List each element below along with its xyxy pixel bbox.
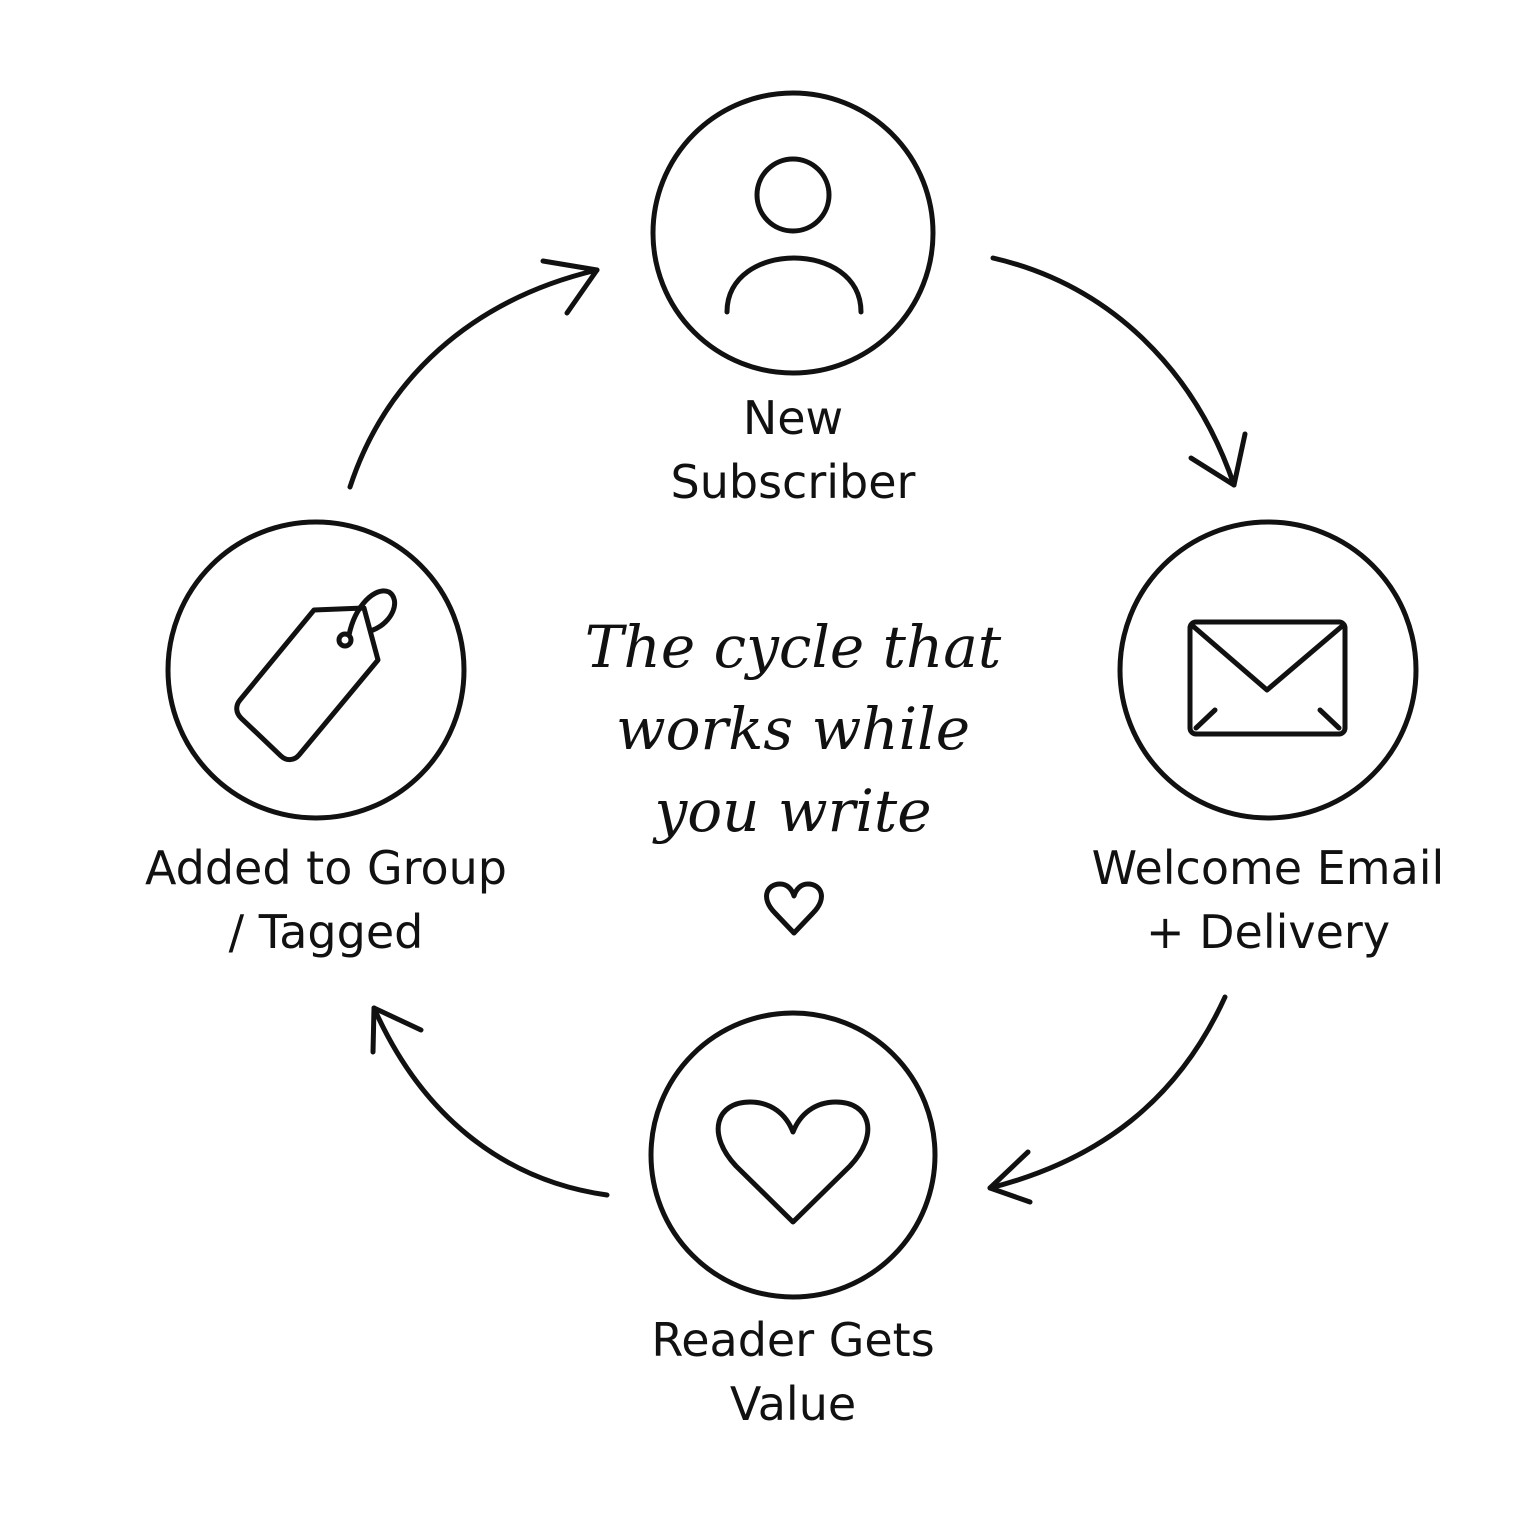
arrow-reader-to-group [370,1005,610,1198]
step-label-welcome-email: Welcome Email + Delivery [1078,836,1458,964]
node-circle-welcome-email [1117,519,1419,821]
step-label-added-to-group: Added to Group / Tagged [126,836,526,964]
node-circle-reader-value [648,1010,938,1300]
center-caption-line: The cycle that [584,613,1002,681]
arrow-group-to-subscriber [347,258,600,490]
step-label-line: + Delivery [1145,905,1391,959]
step-label-line: Reader Gets [651,1313,935,1367]
step-label-line: Value [729,1377,857,1431]
step-label-new-subscriber: New Subscriber [593,386,993,514]
arrow-email-to-reader [987,994,1228,1205]
step-label-line: Welcome Email [1091,841,1445,895]
center-caption-line: you write [654,777,932,845]
envelope-icon [1187,619,1348,737]
step-label-line: / Tagged [228,905,424,959]
node-circle-added-to-group [165,519,467,821]
arrow-subscriber-to-email [990,255,1248,488]
heart-icon [715,1099,871,1225]
tag-icon [234,588,397,763]
step-label-line: New [742,391,844,445]
center-caption-line: works while [615,695,971,763]
center-caption: The cycle that works while you write [568,606,1018,852]
step-label-reader-value: Reader Gets Value [593,1308,993,1436]
step-label-line: Subscriber [670,455,916,509]
node-circle-new-subscriber [650,90,936,376]
heart-outline-icon [764,881,824,936]
step-label-line: Added to Group [144,841,508,895]
person-icon [724,156,864,315]
